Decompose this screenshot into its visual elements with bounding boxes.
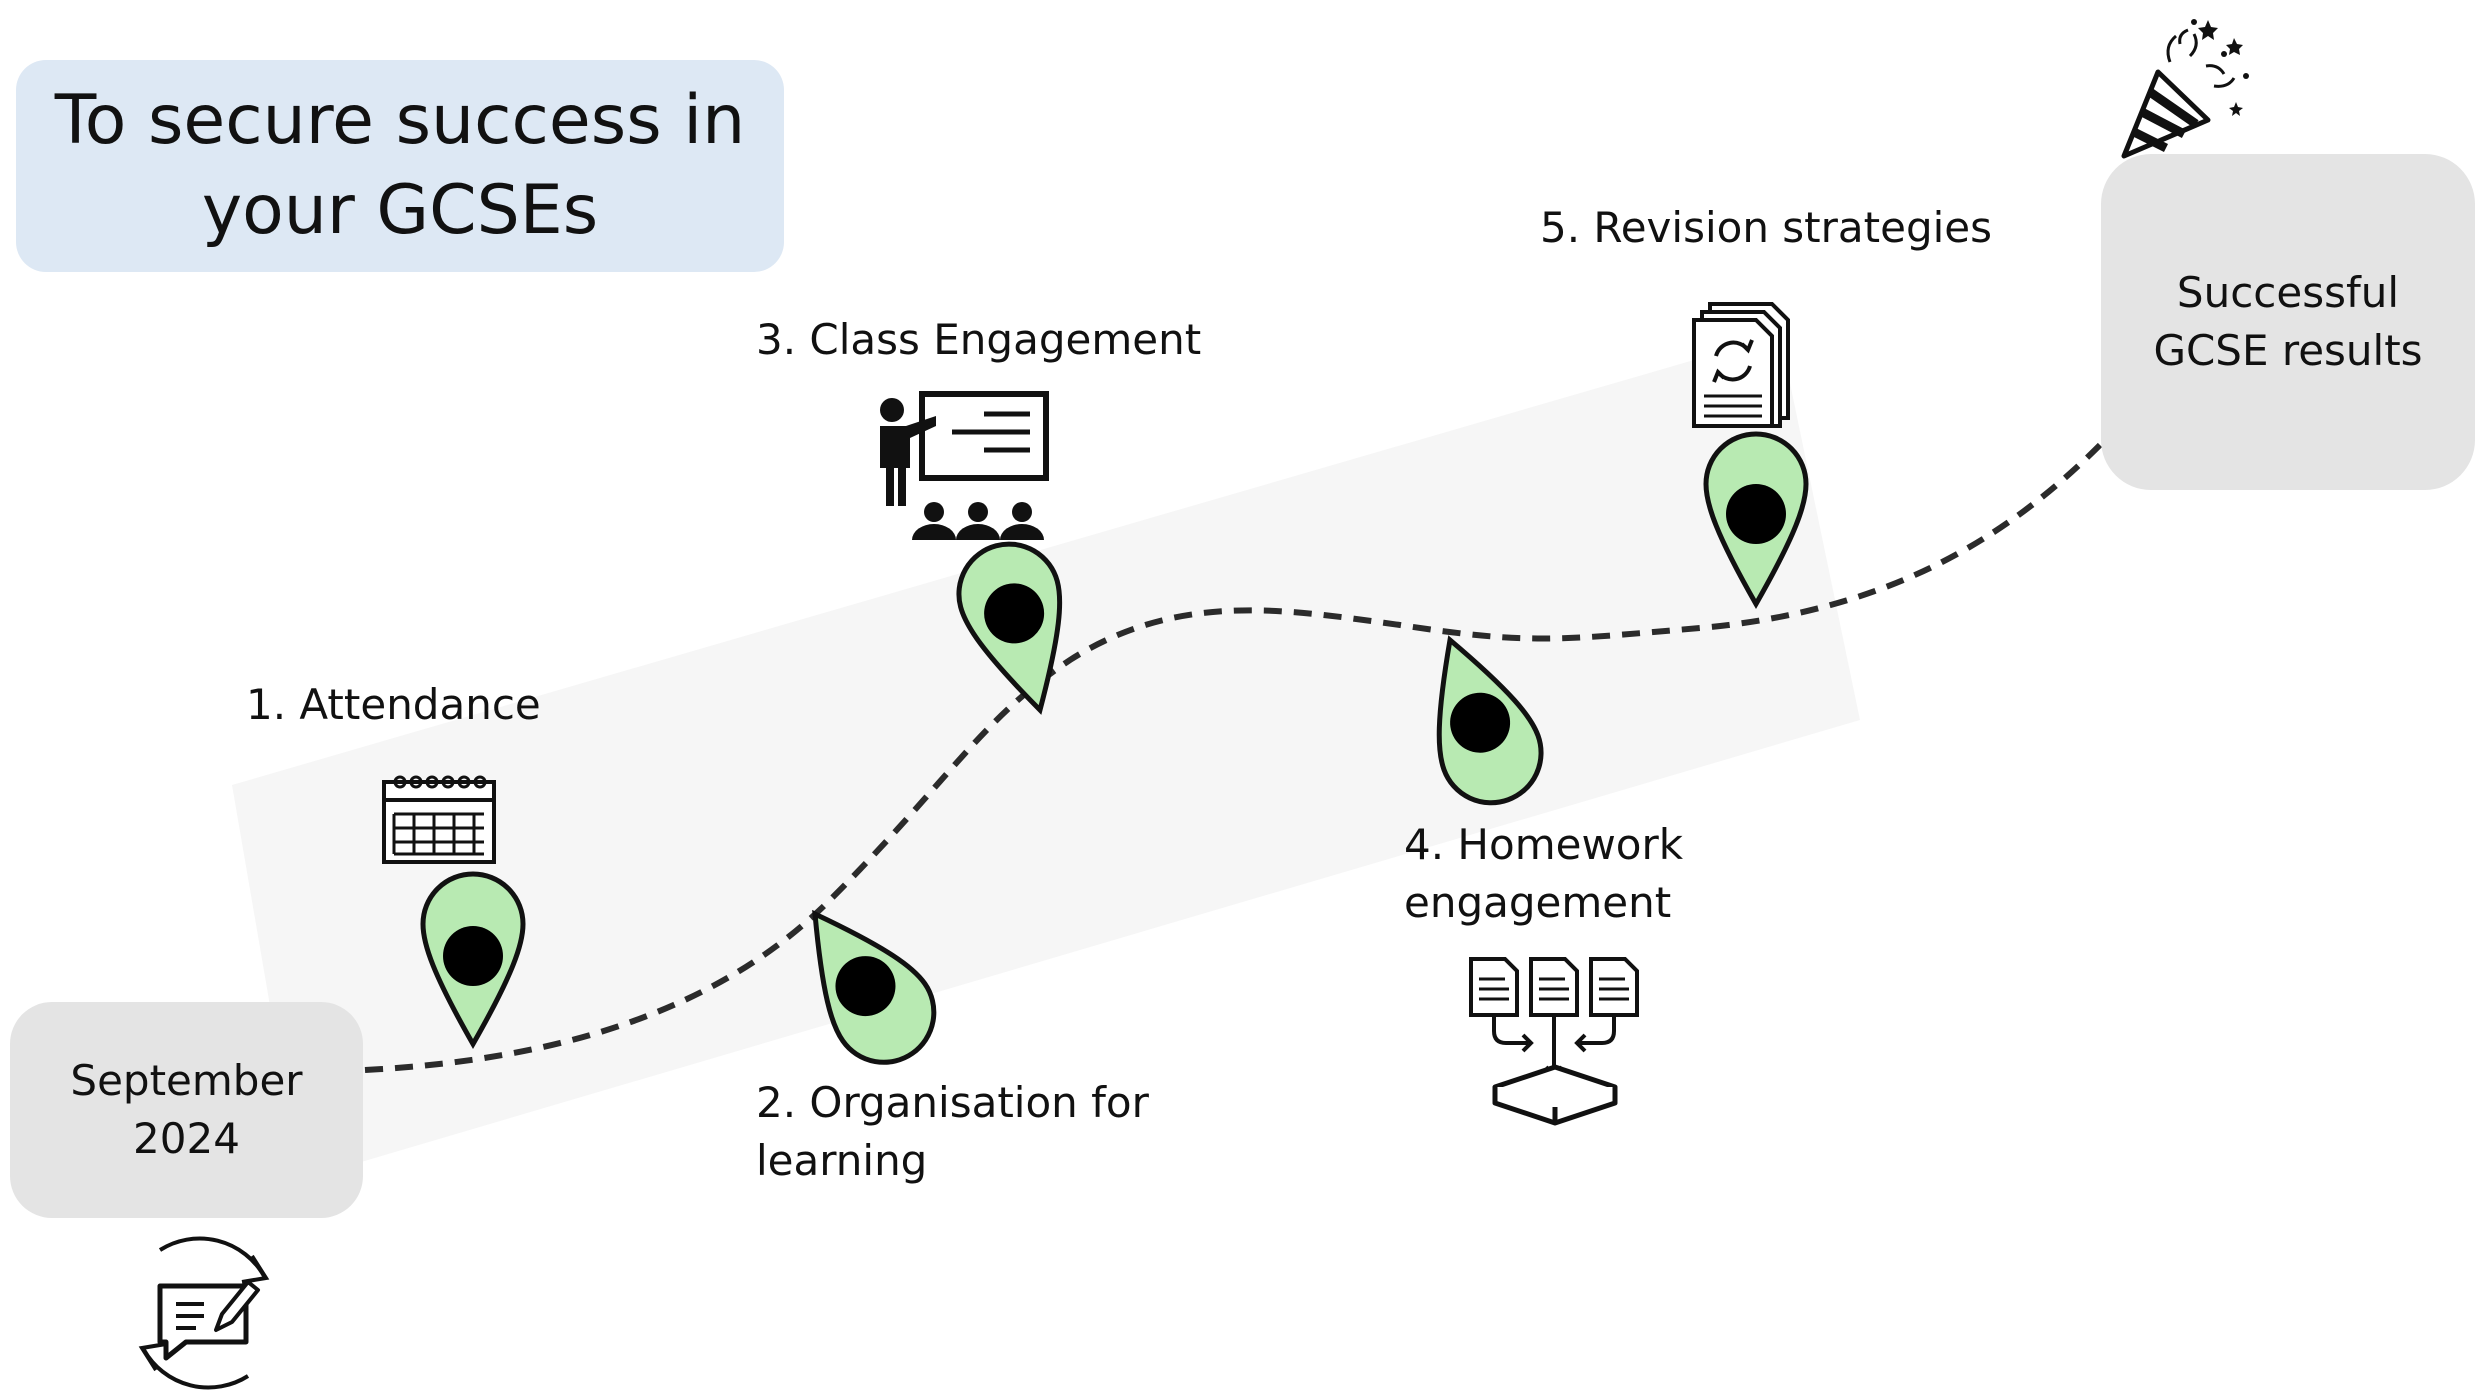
start-box: September 2024 [10,1002,363,1218]
dashed-path [364,442,2103,1073]
title-box: To secure success in your GCSEs [16,60,784,272]
end-line-2: GCSE results [2153,326,2423,375]
location-pin-2-icon [812,909,937,1065]
title-line-1: To secure success in [54,81,746,160]
step-4-label: 4. Homework engagement [1404,816,1683,932]
step-1-line-1: 1. Attendance [246,680,541,729]
step-5-label: 5. Revision strategies [1540,199,1992,257]
location-pin-4-icon [1436,635,1544,806]
step-2-line-2: learning [756,1136,928,1185]
end-line-1: Successful [2176,268,2400,317]
step-1-label: 1. Attendance [246,676,541,734]
location-pin-3-icon [956,541,1063,715]
step-5-line-1: 5. Revision strategies [1540,203,1993,252]
teacher-presentation-icon [880,391,1049,540]
start-line-1: September [70,1056,303,1105]
start-line-2: 2024 [133,1114,240,1163]
notes-refresh-icon [138,1236,270,1390]
step-4-line-1: 4. Homework [1404,820,1684,869]
step-3-label: 3. Class Engagement [756,311,1201,369]
road-band [232,335,1860,1180]
revision-documents-icon [1692,302,1790,428]
step-2-label: 2. Organisation for learning [756,1074,1149,1190]
calendar-icon [382,775,496,864]
step-2-line-1: 2. Organisation for [756,1078,1149,1127]
step-3-line-1: 3. Class Engagement [756,315,1202,364]
end-box: Successful GCSE results [2101,154,2475,490]
party-popper-icon [2121,19,2249,159]
documents-submit-icon [1469,957,1639,1126]
location-pin-5-icon [1703,431,1809,610]
title-line-2: your GCSEs [201,171,599,250]
location-pin-1-icon [420,871,526,1050]
step-4-line-2: engagement [1404,878,1672,927]
